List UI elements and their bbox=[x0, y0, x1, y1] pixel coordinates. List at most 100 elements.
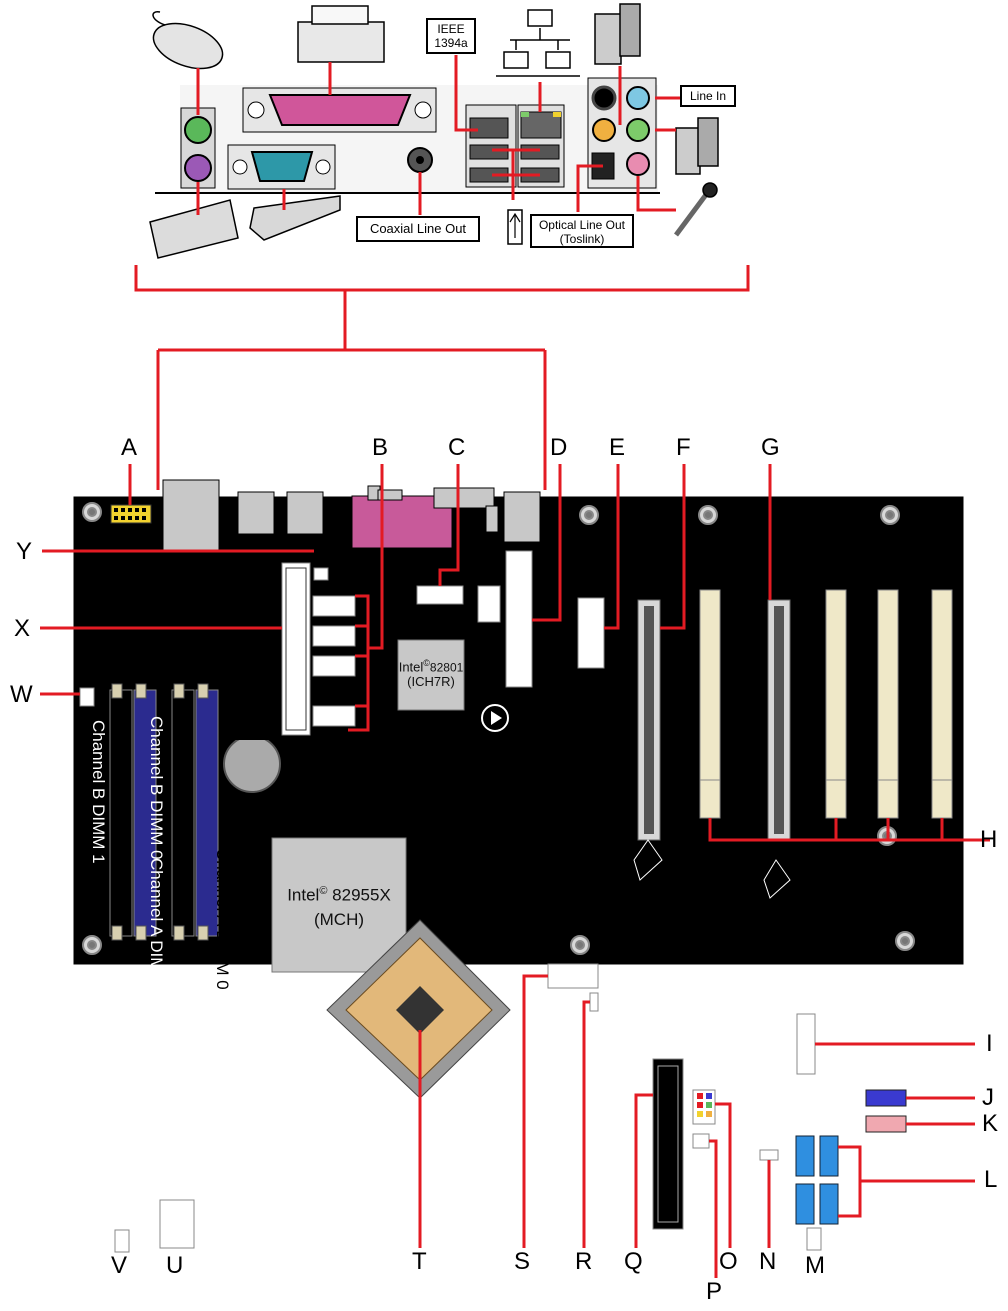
callout-b: B bbox=[372, 434, 389, 461]
header-k-pink bbox=[865, 1115, 907, 1133]
callout-s: S bbox=[514, 1248, 531, 1275]
jumper-n bbox=[759, 1149, 779, 1161]
callout-u: U bbox=[166, 1252, 184, 1279]
keyboard-icon bbox=[149, 199, 239, 259]
callout-e: E bbox=[609, 434, 626, 461]
ich7r-label: Intel©82801 (ICH7R) bbox=[398, 656, 464, 690]
ieee-label-line2: 1394a bbox=[434, 36, 468, 50]
optical-label-box: Optical Line Out (Toslink) bbox=[530, 214, 634, 248]
coaxial-label: Coaxial Line Out bbox=[369, 221, 467, 236]
ieee1394-port bbox=[469, 117, 509, 139]
sata-b-group bbox=[312, 595, 356, 727]
callout-f: F bbox=[676, 434, 691, 461]
ich-trademark: © bbox=[423, 658, 430, 668]
ps2-keyboard-port bbox=[184, 154, 212, 182]
board-io-connectors bbox=[162, 479, 541, 551]
audio-jack-black bbox=[591, 85, 617, 111]
battery bbox=[223, 735, 281, 793]
mch-chip bbox=[271, 837, 407, 973]
callout-leaders bbox=[40, 464, 990, 1278]
mch-model: 82955X bbox=[332, 885, 391, 905]
callout-l: L bbox=[984, 1166, 998, 1193]
usb-port-1 bbox=[469, 144, 509, 160]
fan-header-m bbox=[806, 1227, 822, 1251]
connector-s-power bbox=[547, 963, 599, 989]
callout-v: V bbox=[111, 1252, 128, 1279]
audio-jack-mic bbox=[626, 152, 650, 176]
connector-y bbox=[313, 567, 329, 581]
callout-h: H bbox=[980, 826, 998, 853]
microphone-icon bbox=[673, 190, 711, 237]
callout-g: G bbox=[761, 434, 780, 461]
callout-a: A bbox=[121, 434, 138, 461]
ps2-mouse-port bbox=[184, 116, 212, 144]
line-in-label-box: Line In bbox=[680, 85, 736, 107]
mch-model-sub: (MCH) bbox=[313, 909, 365, 929]
pci-slots-h bbox=[699, 589, 953, 819]
connector-x-ide bbox=[281, 562, 311, 736]
callout-y: Y bbox=[16, 538, 33, 565]
callout-w: W bbox=[10, 681, 33, 708]
callout-i: I bbox=[986, 1030, 993, 1057]
fan-header-w bbox=[79, 687, 95, 707]
line-in-label: Line In bbox=[689, 89, 727, 103]
slot-f-pcie-x16 bbox=[633, 599, 663, 881]
connector-i-power bbox=[796, 1013, 816, 1075]
sata-l-group bbox=[795, 1135, 839, 1225]
mouse-icon bbox=[152, 22, 224, 70]
connector-e bbox=[577, 597, 605, 669]
optical-label-line2: (Toslink) bbox=[559, 232, 605, 246]
callout-n: N bbox=[759, 1248, 777, 1275]
modem-icon bbox=[249, 195, 341, 241]
printer-icon bbox=[297, 21, 385, 63]
optical-label-line1: Optical Line Out bbox=[538, 218, 626, 232]
ich-brand: Intel bbox=[398, 659, 424, 675]
header-d-small bbox=[477, 585, 501, 623]
peripherals bbox=[149, 3, 719, 259]
header-c bbox=[416, 585, 464, 605]
network-icon bbox=[496, 9, 580, 77]
serial-port bbox=[250, 151, 314, 182]
callout-d: D bbox=[550, 434, 568, 461]
callout-j: J bbox=[982, 1084, 994, 1111]
mch-trademark: © bbox=[319, 885, 328, 897]
callout-m: M bbox=[805, 1252, 825, 1279]
ieee-label-line1: IEEE bbox=[437, 22, 465, 36]
connector-d-atx bbox=[505, 550, 533, 688]
mch-brand: Intel bbox=[287, 885, 320, 905]
mch-label: Intel© 82955X (MCH) bbox=[272, 880, 406, 933]
dimm-label-b0: Channel B DIMM 0 bbox=[147, 716, 166, 860]
callout-o: O bbox=[719, 1248, 738, 1275]
dimm-label-b1: Channel B DIMM 1 bbox=[89, 720, 108, 864]
callout-q: Q bbox=[624, 1248, 643, 1275]
audio-jack-line-in bbox=[626, 86, 650, 110]
callout-t: T bbox=[412, 1248, 427, 1275]
ich-model: 82801 bbox=[429, 660, 464, 675]
callout-p: P bbox=[706, 1278, 723, 1305]
ich7r-chip bbox=[397, 639, 465, 711]
callout-x: X bbox=[14, 615, 31, 642]
dimm-slot-a1 bbox=[171, 689, 195, 937]
dimm-slot-b1 bbox=[109, 689, 133, 937]
jumper-r bbox=[589, 992, 599, 1012]
coaxial-label-box: Coaxial Line Out bbox=[356, 216, 480, 242]
fan-header-p bbox=[692, 1133, 710, 1149]
callout-k: K bbox=[982, 1110, 999, 1137]
header-o-front-panel bbox=[692, 1089, 716, 1125]
callout-r: R bbox=[575, 1248, 593, 1275]
ieee-label-box: IEEE 1394a bbox=[426, 18, 476, 54]
mounting-holes bbox=[82, 502, 915, 955]
ich-model-sub: (ICH7R) bbox=[407, 674, 455, 690]
connector-u-power bbox=[159, 1199, 195, 1249]
callout-c: C bbox=[448, 434, 466, 461]
header-a-yellow bbox=[110, 504, 152, 524]
speaker-icon-right bbox=[675, 117, 719, 175]
slot-g-pcie bbox=[763, 599, 791, 899]
io-leader-lines bbox=[134, 55, 750, 490]
cpu-socket-t bbox=[326, 919, 511, 1099]
usb-port-3 bbox=[520, 144, 560, 160]
dimm-label-a0: Channel A DIMM 0 bbox=[213, 848, 232, 990]
back-panel bbox=[155, 77, 660, 194]
